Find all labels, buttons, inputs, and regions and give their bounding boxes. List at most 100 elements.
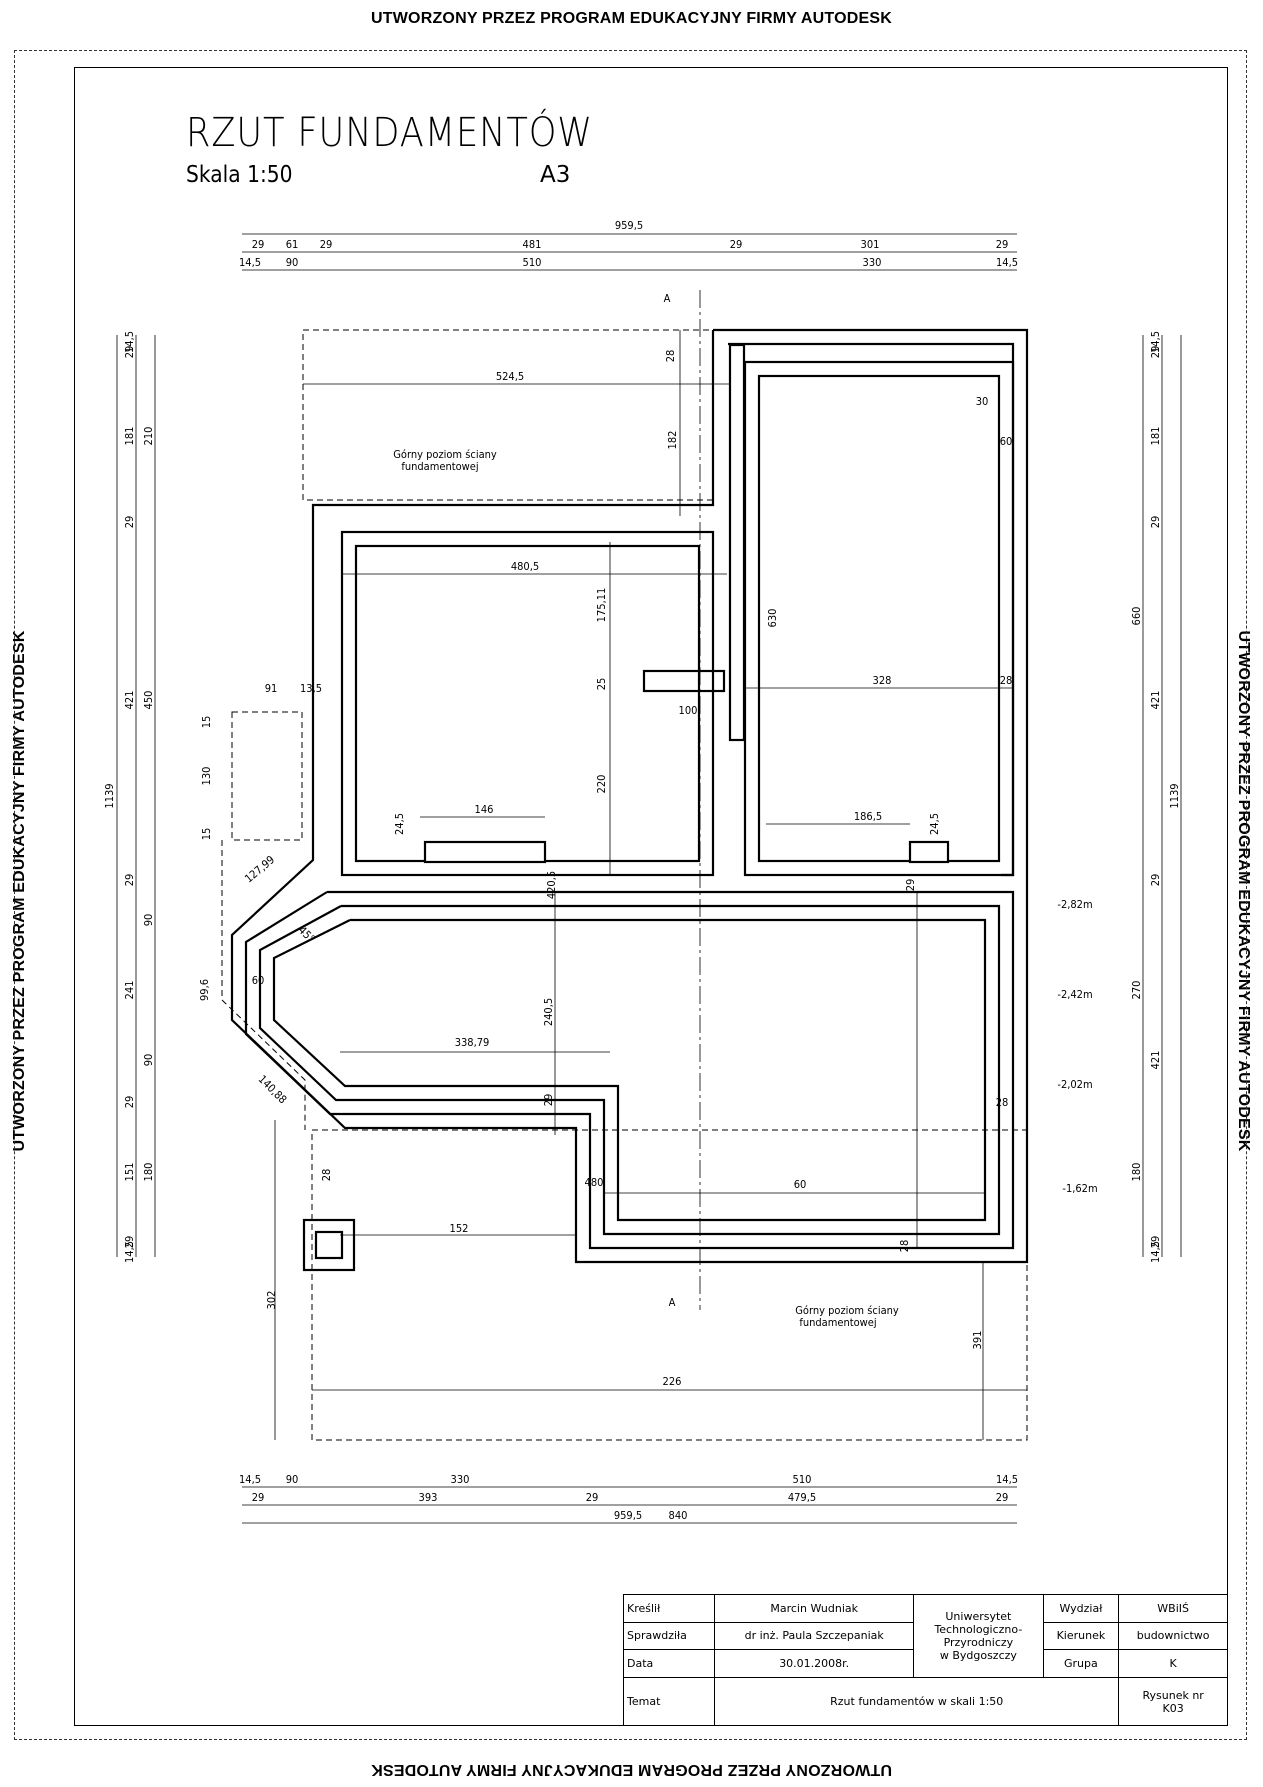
interior-dimension-label: 24,5 (393, 813, 406, 835)
dimension-label: 421 (1149, 1051, 1162, 1070)
interior-dimension-label: 60 (252, 974, 265, 987)
dimension-lines (116, 233, 1182, 1524)
dimension-label: 61 (286, 238, 299, 251)
level-mark: -2,02m (1057, 1078, 1092, 1091)
note-line: fundamentowej (401, 460, 478, 473)
interior-dimension-label: 391 (971, 1331, 984, 1350)
date-value: 30.01.2008r. (714, 1649, 915, 1678)
sheet-value: K03 (1162, 1701, 1184, 1715)
dimension-label: 301 (861, 238, 880, 251)
group-label: Grupa (1042, 1649, 1120, 1678)
dimension-label: 210 (142, 427, 155, 446)
note-line: Górny poziom ściany (795, 1304, 899, 1317)
interior-dimension-label: 220 (595, 775, 608, 794)
dimension-label: 29 (320, 238, 333, 251)
dimension-label: 481 (523, 238, 542, 251)
interior-dimension-label: 140,88 (256, 1073, 290, 1107)
drawing-format: A3 (540, 162, 571, 188)
dimension-label: 180 (142, 1163, 155, 1182)
interior-dimension-label: 130 (200, 767, 213, 786)
date-label: Data (622, 1649, 716, 1678)
dimension-label: 90 (142, 914, 155, 927)
interior-dimension-label: 13,5 (300, 682, 322, 695)
interior-dimension-label: 28 (1000, 674, 1013, 687)
interior-dimension-label: 91 (265, 682, 278, 695)
dimension-label: 90 (142, 1054, 155, 1067)
dimension-label: 29 (1149, 346, 1162, 359)
interior-dimension-label: 24,5 (928, 813, 941, 835)
interior-dimension-label: 45° (296, 924, 318, 946)
topic-label: Temat (622, 1677, 716, 1726)
dimension-label: 90 (286, 256, 299, 269)
interior-dimension-label: 28 (320, 1169, 333, 1182)
interior-dimension-label: 25 (595, 678, 608, 691)
interior-dimension-label: 15 (200, 716, 213, 729)
dimension-label: 330 (863, 256, 882, 269)
interior-dimension-label: 30 (976, 395, 989, 408)
dimension-label: 393 (419, 1491, 438, 1504)
dimension-label: 14,5 (239, 256, 261, 269)
checked-label: Sprawdziła (622, 1621, 716, 1651)
foundation-walls (230, 328, 1029, 1272)
dimension-label: 29 (1149, 874, 1162, 887)
dimension-label: 660 (1130, 607, 1143, 626)
dimension-label: 29 (123, 874, 136, 887)
dimension-label: 29 (123, 1096, 136, 1109)
interior-dimension-label: 182 (666, 431, 679, 450)
dimension-label: 14,5 (1149, 331, 1162, 353)
dimension-label: 510 (523, 256, 542, 269)
interior-dimension-label: 328 (873, 674, 892, 687)
interior-dimension-label: 100 (679, 704, 698, 717)
interior-dimension-label: 99,6 (198, 979, 211, 1001)
interior-dimension-label: 480 (585, 1176, 604, 1189)
dimension-label: 29 (586, 1491, 599, 1504)
level-mark: -1,62m (1062, 1182, 1097, 1195)
interior-dimension-label: 60 (1000, 435, 1013, 448)
level-mark: -2,82m (1057, 898, 1092, 911)
level-mark: -2,42m (1057, 988, 1092, 1001)
major-label: Kierunek (1042, 1621, 1120, 1651)
checked-value: dr inż. Paula Szczepaniak (714, 1621, 915, 1651)
dimension-label: 450 (142, 691, 155, 710)
title-block: Kreślił Marcin Wudniak Uniwersytet Techn… (622, 1594, 1228, 1726)
drawing-title: RZUT FUNDAMENTÓW (186, 110, 593, 156)
university: Uniwersytet Technologiczno- Przyrodniczy… (913, 1594, 1044, 1678)
dimension-total-bottom: 840 (669, 1509, 688, 1522)
sheet-label: Rysunek nr (1142, 1688, 1204, 1702)
interior-dimension-label: 15 (200, 828, 213, 841)
interior-dimension-label: 146 (475, 803, 494, 816)
interior-dimension-label: 338,79 (455, 1036, 490, 1049)
drew-label: Kreślił (622, 1594, 716, 1623)
interior-dimension-label: 29 (542, 1094, 555, 1107)
dimension-label: 479,5 (788, 1491, 816, 1504)
faculty-label: Wydział (1042, 1594, 1120, 1623)
faculty-value: WBiIŚ (1118, 1594, 1228, 1623)
drawing-frame (74, 67, 1228, 1726)
dimension-label: 14,5 (996, 256, 1018, 269)
interior-dimension-label: 480,5 (511, 560, 539, 573)
section-mark-bottom: A (669, 1296, 676, 1309)
dimension-total-bottom: 959,5 (614, 1509, 642, 1522)
section-mark-top: A (664, 292, 671, 305)
watermark-top: UTWORZONY PRZEZ PROGRAM EDUKACYJNY FIRMY… (371, 10, 892, 27)
dimension-label: 29 (123, 1236, 136, 1249)
dimension-label: 181 (123, 427, 136, 446)
sheet-number: Rysunek nr K03 (1118, 1677, 1228, 1726)
interior-dimension-label: 302 (265, 1291, 278, 1310)
university-line: Przyrodniczy (943, 1636, 1014, 1649)
interior-dimension-label: 28 (898, 1240, 911, 1253)
interior-dimension-label: 186,5 (854, 810, 882, 823)
interior-dimension-label: 29 (904, 879, 917, 892)
interior-dimension-label: 152 (450, 1222, 469, 1235)
interior-dimension-label: 28 (664, 350, 677, 363)
sheet-dashed-border (14, 50, 1247, 1740)
note-line: Górny poziom ściany (393, 448, 497, 461)
dimension-total-left: 1139 (103, 783, 116, 808)
dimension-label: 14,5 (996, 1473, 1018, 1486)
dimension-label: 29 (996, 1491, 1009, 1504)
interior-dimension-label: 420,5 (545, 871, 558, 899)
dimension-label: 29 (996, 238, 1009, 251)
group-value: K (1118, 1649, 1228, 1678)
dimension-label: 181 (1149, 427, 1162, 446)
